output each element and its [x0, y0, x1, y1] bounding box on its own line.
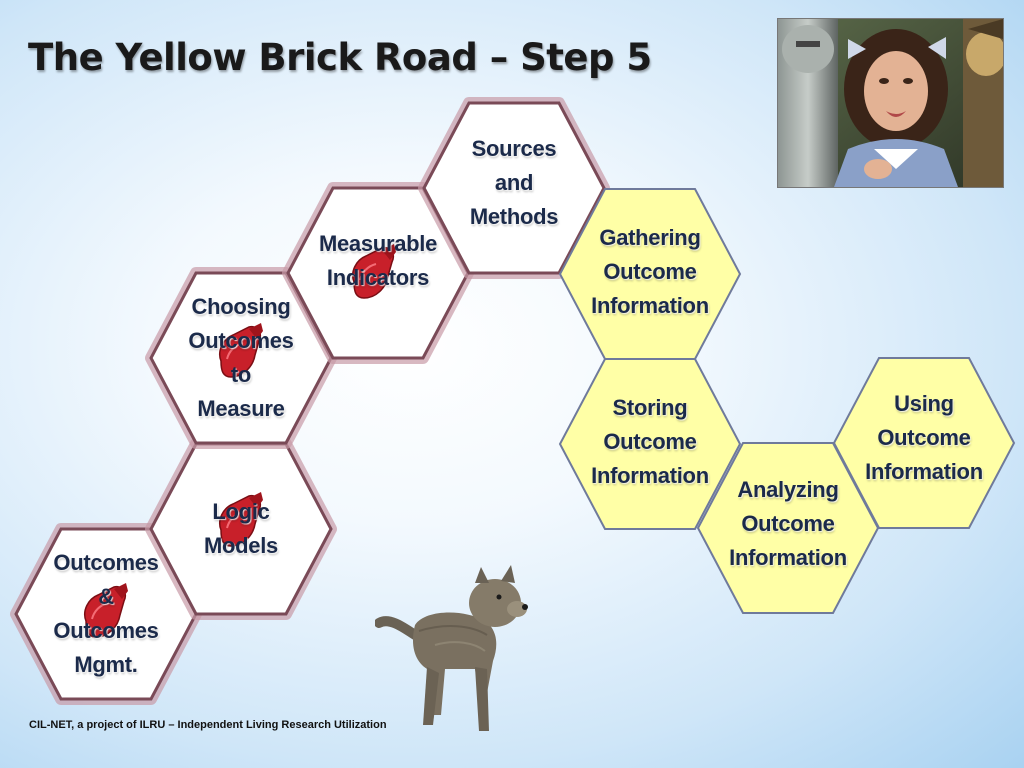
hex-label: Storing Outcome Information	[591, 395, 709, 488]
ruby-slipper-icon	[352, 244, 396, 299]
hex-storing: Storing Outcome Information	[558, 358, 742, 530]
hex-label: Sources and Methods	[469, 136, 559, 229]
hexagon-shape	[832, 357, 1016, 529]
ruby-slipper-icon	[84, 583, 128, 638]
hex-using: Using Outcome Information	[832, 357, 1016, 529]
hex-analyzing: Analyzing Outcome Information	[696, 442, 880, 614]
hex-label: Choosing Outcomes to Measure	[188, 294, 294, 421]
hexagon-shape	[558, 358, 742, 530]
photo-illustration	[778, 19, 1003, 187]
hex-label: Gathering Outcome Information	[591, 225, 709, 318]
ruby-slipper-icon	[219, 323, 263, 378]
ruby-slipper-icon	[219, 492, 263, 547]
dorothy-photo	[777, 18, 1004, 188]
hex-label: Using Outcome Information	[865, 391, 983, 484]
dog-illustration	[374, 565, 528, 731]
hex-logic-models: Logic Models	[145, 438, 337, 620]
hex-outcomes-mgmt: Outcomes & Outcomes Mgmt.	[10, 523, 202, 705]
hex-gathering: Gathering Outcome Information	[558, 188, 742, 360]
hexagon-shape	[418, 97, 610, 279]
hex-label: Analyzing Outcome Information	[729, 477, 847, 570]
hex-measurable-indicators: Measurable Indicators	[282, 182, 474, 364]
hex-label: Logic Models	[204, 499, 278, 558]
hex-label: Measurable Indicators	[318, 231, 438, 290]
footer-credit: CIL-NET, a project of ILRU – Independent…	[29, 719, 387, 731]
hex-sources-methods: Sources and Methods	[418, 97, 610, 279]
hex-label: Outcomes & Outcomes Mgmt.	[53, 550, 159, 677]
slide-title: The Yellow Brick Road – Step 5	[28, 36, 652, 79]
hex-choosing-outcomes: Choosing Outcomes to Measure	[145, 267, 337, 449]
toto-dog-image	[374, 565, 540, 740]
